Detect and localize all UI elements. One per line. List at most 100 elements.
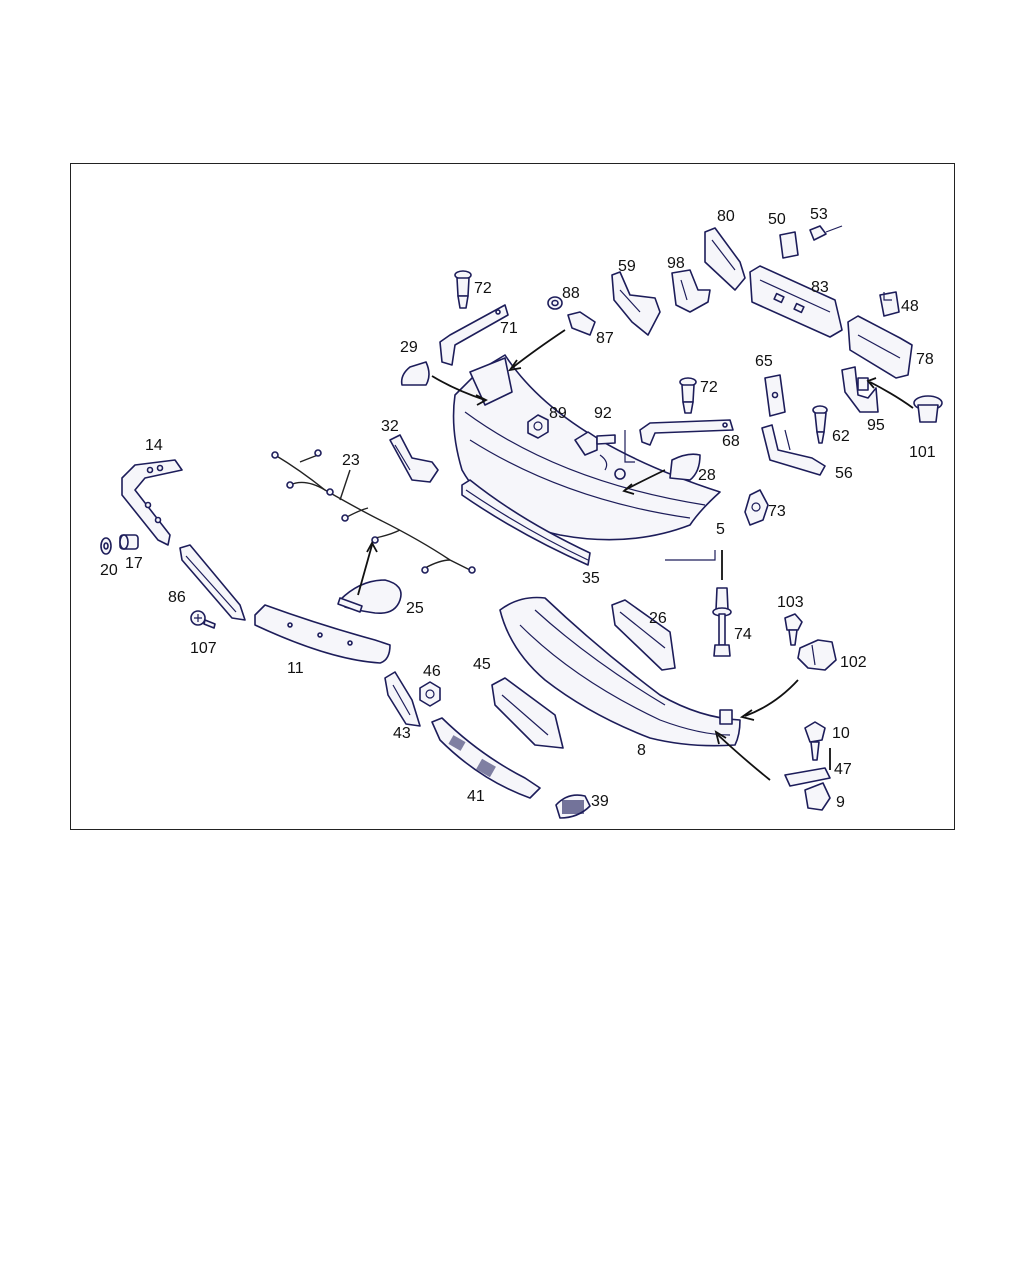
part-50-block[interactable]: [779, 231, 799, 259]
part-41-grille[interactable]: [431, 717, 541, 799]
label-95: 95: [867, 417, 885, 434]
part-92-screw[interactable]: [574, 430, 635, 463]
part-103-screw[interactable]: [784, 613, 803, 646]
part-107-screw[interactable]: [190, 610, 216, 629]
part-87-bolt[interactable]: [508, 311, 596, 372]
label-71: 71: [500, 320, 518, 337]
label-47: 47: [834, 761, 852, 778]
label-68: 68: [722, 433, 740, 450]
part-101-clip[interactable]: [866, 377, 943, 423]
label-59: 59: [618, 258, 636, 275]
part-26-grille[interactable]: [611, 599, 676, 671]
part-9-bracket[interactable]: [804, 782, 831, 811]
part-17-spacer[interactable]: [119, 534, 139, 550]
label-9: 9: [836, 794, 845, 811]
label-88: 88: [562, 285, 580, 302]
label-102: 102: [840, 654, 867, 671]
label-45: 45: [473, 656, 491, 673]
part-29-tow-hook-cover[interactable]: [400, 361, 488, 406]
arrow-8-lower-head: [714, 730, 727, 745]
label-53: 53: [810, 206, 828, 223]
label-41: 41: [467, 788, 485, 805]
part-73-clip[interactable]: [744, 489, 769, 526]
label-43: 43: [393, 725, 411, 742]
label-5: 5: [716, 521, 725, 538]
label-23: 23: [342, 452, 360, 469]
label-35: 35: [582, 570, 600, 587]
label-48: 48: [901, 298, 919, 315]
label-62: 62: [832, 428, 850, 445]
label-8: 8: [637, 742, 646, 759]
arrow-8-lower: [717, 734, 771, 781]
part-47-plate[interactable]: [784, 767, 831, 787]
label-10: 10: [832, 725, 850, 742]
label-92: 92: [594, 405, 612, 422]
label-89: 89: [549, 405, 567, 422]
label-83: 83: [811, 279, 829, 296]
label-14: 14: [145, 437, 163, 454]
part-32-mounting-bracket[interactable]: [389, 434, 439, 483]
part-88-washer[interactable]: [547, 296, 563, 310]
part-46-nut[interactable]: [419, 681, 441, 707]
arrow-102: [744, 679, 799, 717]
label-50: 50: [768, 211, 786, 228]
label-72-lower: 72: [700, 379, 718, 396]
part-35-bumper-strip[interactable]: [461, 479, 591, 566]
part-53-pin[interactable]: [809, 225, 843, 241]
part-68-bracket[interactable]: [639, 419, 734, 446]
label-107: 107: [190, 640, 217, 657]
part-102-bracket[interactable]: [797, 639, 837, 671]
diagram-frame: [70, 163, 955, 830]
label-25: 25: [406, 600, 424, 617]
label-56: 56: [835, 465, 853, 482]
label-101: 101: [909, 444, 936, 461]
label-86: 86: [168, 589, 186, 606]
part-86-license-plate-bracket[interactable]: [179, 544, 246, 621]
part-83-impact-absorber[interactable]: [749, 265, 843, 338]
part-28-tow-hook-cover[interactable]: [622, 453, 701, 495]
label-72-upper: 72: [474, 280, 492, 297]
part-45-grille[interactable]: [491, 677, 564, 749]
label-78: 78: [916, 351, 934, 368]
part-43-grille[interactable]: [384, 671, 421, 727]
part-11-lower-trim[interactable]: [254, 604, 391, 664]
label-32: 32: [381, 418, 399, 435]
part-98-clip[interactable]: [671, 269, 711, 313]
part-72-clip-upper[interactable]: [454, 270, 472, 309]
part-39-grille[interactable]: [555, 794, 591, 819]
label-80: 80: [717, 208, 735, 225]
part-25-cable-tie[interactable]: [337, 541, 402, 615]
part-10-screw[interactable]: [804, 721, 831, 770]
part-95-plate[interactable]: [841, 366, 879, 413]
part-62-clip[interactable]: [812, 405, 828, 444]
part-74-bolt[interactable]: [665, 550, 732, 657]
part-80-absorber[interactable]: [704, 227, 746, 291]
label-87: 87: [596, 330, 614, 347]
label-11: 11: [287, 660, 304, 677]
label-39: 39: [591, 793, 609, 810]
label-17: 17: [125, 555, 143, 572]
part-71-bracket[interactable]: [439, 304, 509, 366]
label-20: 20: [100, 562, 118, 579]
part-20-washer[interactable]: [100, 537, 112, 555]
label-29: 29: [400, 339, 418, 356]
part-59-bracket[interactable]: [611, 271, 661, 336]
part-8-lower-bumper[interactable]: [499, 596, 741, 747]
part-65-plate[interactable]: [764, 374, 786, 417]
part-72-clip-lower[interactable]: [679, 377, 697, 414]
arrow-102-head: [739, 709, 755, 721]
label-65: 65: [755, 353, 773, 370]
part-89-nut[interactable]: [527, 414, 549, 439]
label-103: 103: [777, 594, 804, 611]
label-98: 98: [667, 255, 685, 272]
part-14-side-trim[interactable]: [121, 459, 183, 546]
part-56-bracket[interactable]: [761, 424, 826, 476]
part-23-wiring-harness[interactable]: [271, 449, 476, 574]
label-73: 73: [768, 503, 786, 520]
label-46: 46: [423, 663, 441, 680]
part-78-absorber[interactable]: [847, 315, 913, 379]
part-48-clip[interactable]: [879, 291, 900, 317]
label-74: 74: [734, 626, 752, 643]
label-28: 28: [698, 467, 716, 484]
